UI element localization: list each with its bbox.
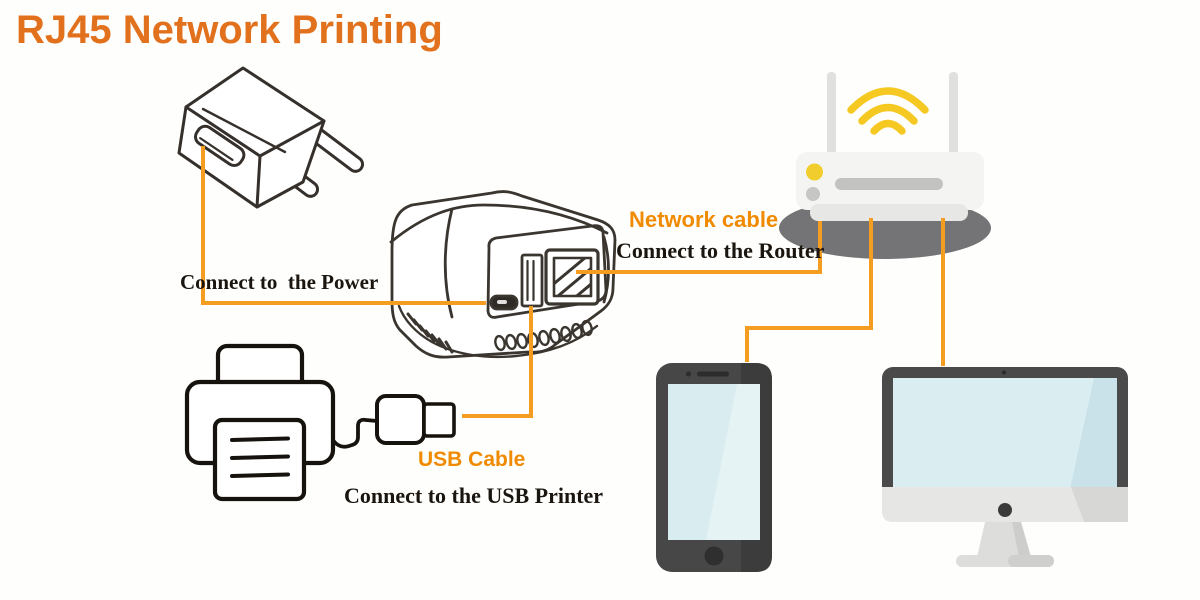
print-server-top-fold <box>389 203 609 244</box>
monitor-icon <box>882 367 1128 567</box>
router-antenna-right <box>949 72 958 160</box>
print-server-front-panel <box>486 224 608 319</box>
monitor-stand-shade <box>1012 522 1031 557</box>
monitor-logo-dot <box>998 503 1012 517</box>
router-led-yellow <box>806 163 823 181</box>
printer-paper <box>212 417 307 502</box>
monitor-camera <box>1002 370 1006 375</box>
connection-lines <box>201 146 945 418</box>
phone-speaker <box>697 371 729 377</box>
usb-cable-wire <box>331 417 379 449</box>
power-to-server-line <box>201 146 486 305</box>
print-server-front-vents <box>494 319 593 352</box>
server-to-usb-cable-line <box>462 306 533 418</box>
power-adapter-body <box>177 66 326 209</box>
label-connect-power: Connect to the Power <box>180 270 379 294</box>
monitor-screen-shine <box>1070 378 1117 489</box>
label-usb-cable: USB Cable <box>418 448 526 471</box>
power-adapter-icon <box>177 66 365 209</box>
power-adapter-accent-line <box>201 107 287 154</box>
phone-camera <box>686 371 691 377</box>
print-server-left-vents <box>406 312 454 354</box>
label-connect-router: Connect to the Router <box>616 238 825 263</box>
usb-a-port <box>520 253 544 308</box>
router-antenna-left <box>827 72 836 160</box>
monitor-chin-shade <box>1071 487 1128 522</box>
wifi-signal-icon <box>847 87 929 135</box>
smartphone-icon <box>656 363 772 572</box>
monitor-base-shade <box>1008 555 1054 567</box>
phone-home-button <box>704 546 724 566</box>
usb-connector-plug <box>422 402 456 438</box>
rj45-port <box>544 248 600 306</box>
router-bottom-lip <box>810 204 968 221</box>
router-icon <box>779 72 991 259</box>
printer-paper-lines <box>230 436 290 478</box>
usb-connector-body <box>375 394 426 445</box>
power-adapter-usb-slot <box>194 124 246 167</box>
router-to-phone-line <box>745 218 873 362</box>
server-to-router-line <box>576 221 822 274</box>
print-server-left-corner <box>443 207 454 319</box>
label-network-cable: Network cable <box>629 207 779 232</box>
router-led-gray <box>806 187 820 201</box>
router-slot <box>835 178 943 190</box>
power-adapter-edges <box>184 105 326 209</box>
page-title: RJ45 Network Printing <box>16 8 443 52</box>
usb-cable-connector-icon <box>331 394 456 449</box>
print-server-icon <box>389 190 617 359</box>
print-server-bottom-rim <box>397 304 599 359</box>
phone-screen-shine <box>706 384 760 540</box>
printer-icon <box>184 343 336 502</box>
micro-usb-port-slot <box>497 300 507 304</box>
label-connect-usb-printer: Connect to the USB Printer <box>344 483 604 508</box>
